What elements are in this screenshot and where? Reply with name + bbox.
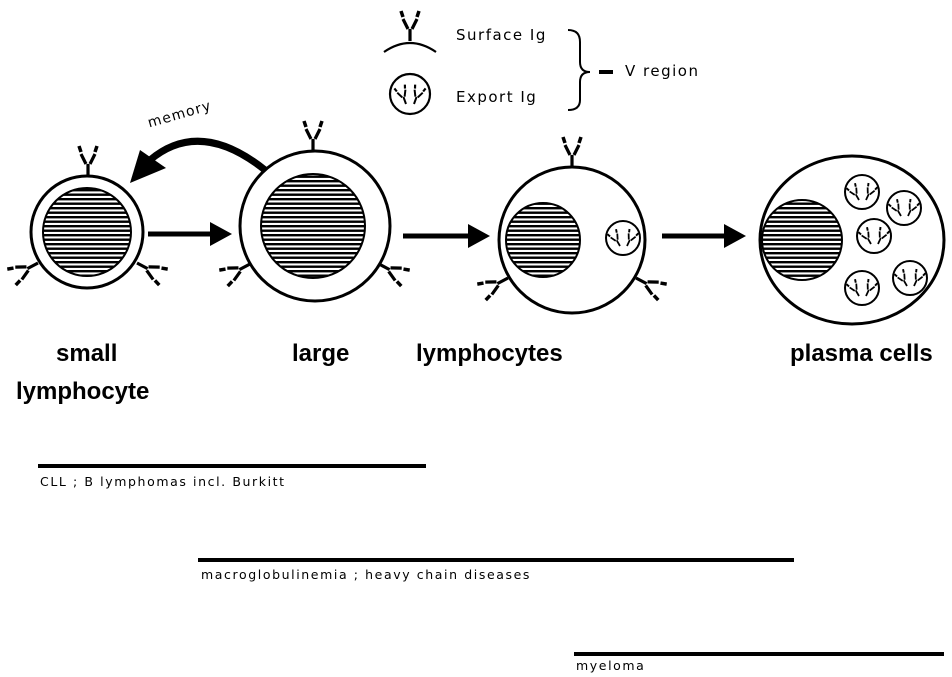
myeloma-label: myeloma [576,658,645,673]
memory-arrow [130,141,265,183]
large-label: large [292,340,349,368]
arrow-1 [148,222,232,246]
macroglobulinemia-label: macroglobulinemia ; heavy chain diseases [201,567,531,582]
surface-ig-label: Surface Ig [456,26,547,44]
cell-nucleus [762,200,842,280]
macroglobulinemia-range-bar [198,558,794,562]
cll-label: CLL ; B lymphomas incl. Burkitt [40,474,286,489]
plasma-cells-label: plasma cells [790,340,933,368]
cll-range-bar [38,464,426,468]
lymphocytes-label: lymphocytes [416,340,563,368]
cell-nucleus [506,203,580,277]
small-lymphocyte-label-line1: small [56,340,117,368]
export-ig-label: Export Ig [456,88,537,106]
large-lymphocyte-cell [219,121,409,301]
lymphocyte-with-vesicle-cell [477,137,666,313]
legend-dash [599,70,613,74]
surface-antibody-icon [384,11,436,52]
export-vesicle-icon [390,74,430,114]
myeloma-range-bar [574,652,944,656]
small-lymphocyte-label-line2: lymphocyte [16,378,149,406]
cell-nucleus [261,174,365,278]
arrow-2 [403,224,490,248]
plasma-cell [760,156,944,324]
v-region-label: V region [625,62,699,80]
cell-nucleus [43,188,131,276]
legend-brace [568,30,590,110]
arrow-3 [662,224,746,248]
